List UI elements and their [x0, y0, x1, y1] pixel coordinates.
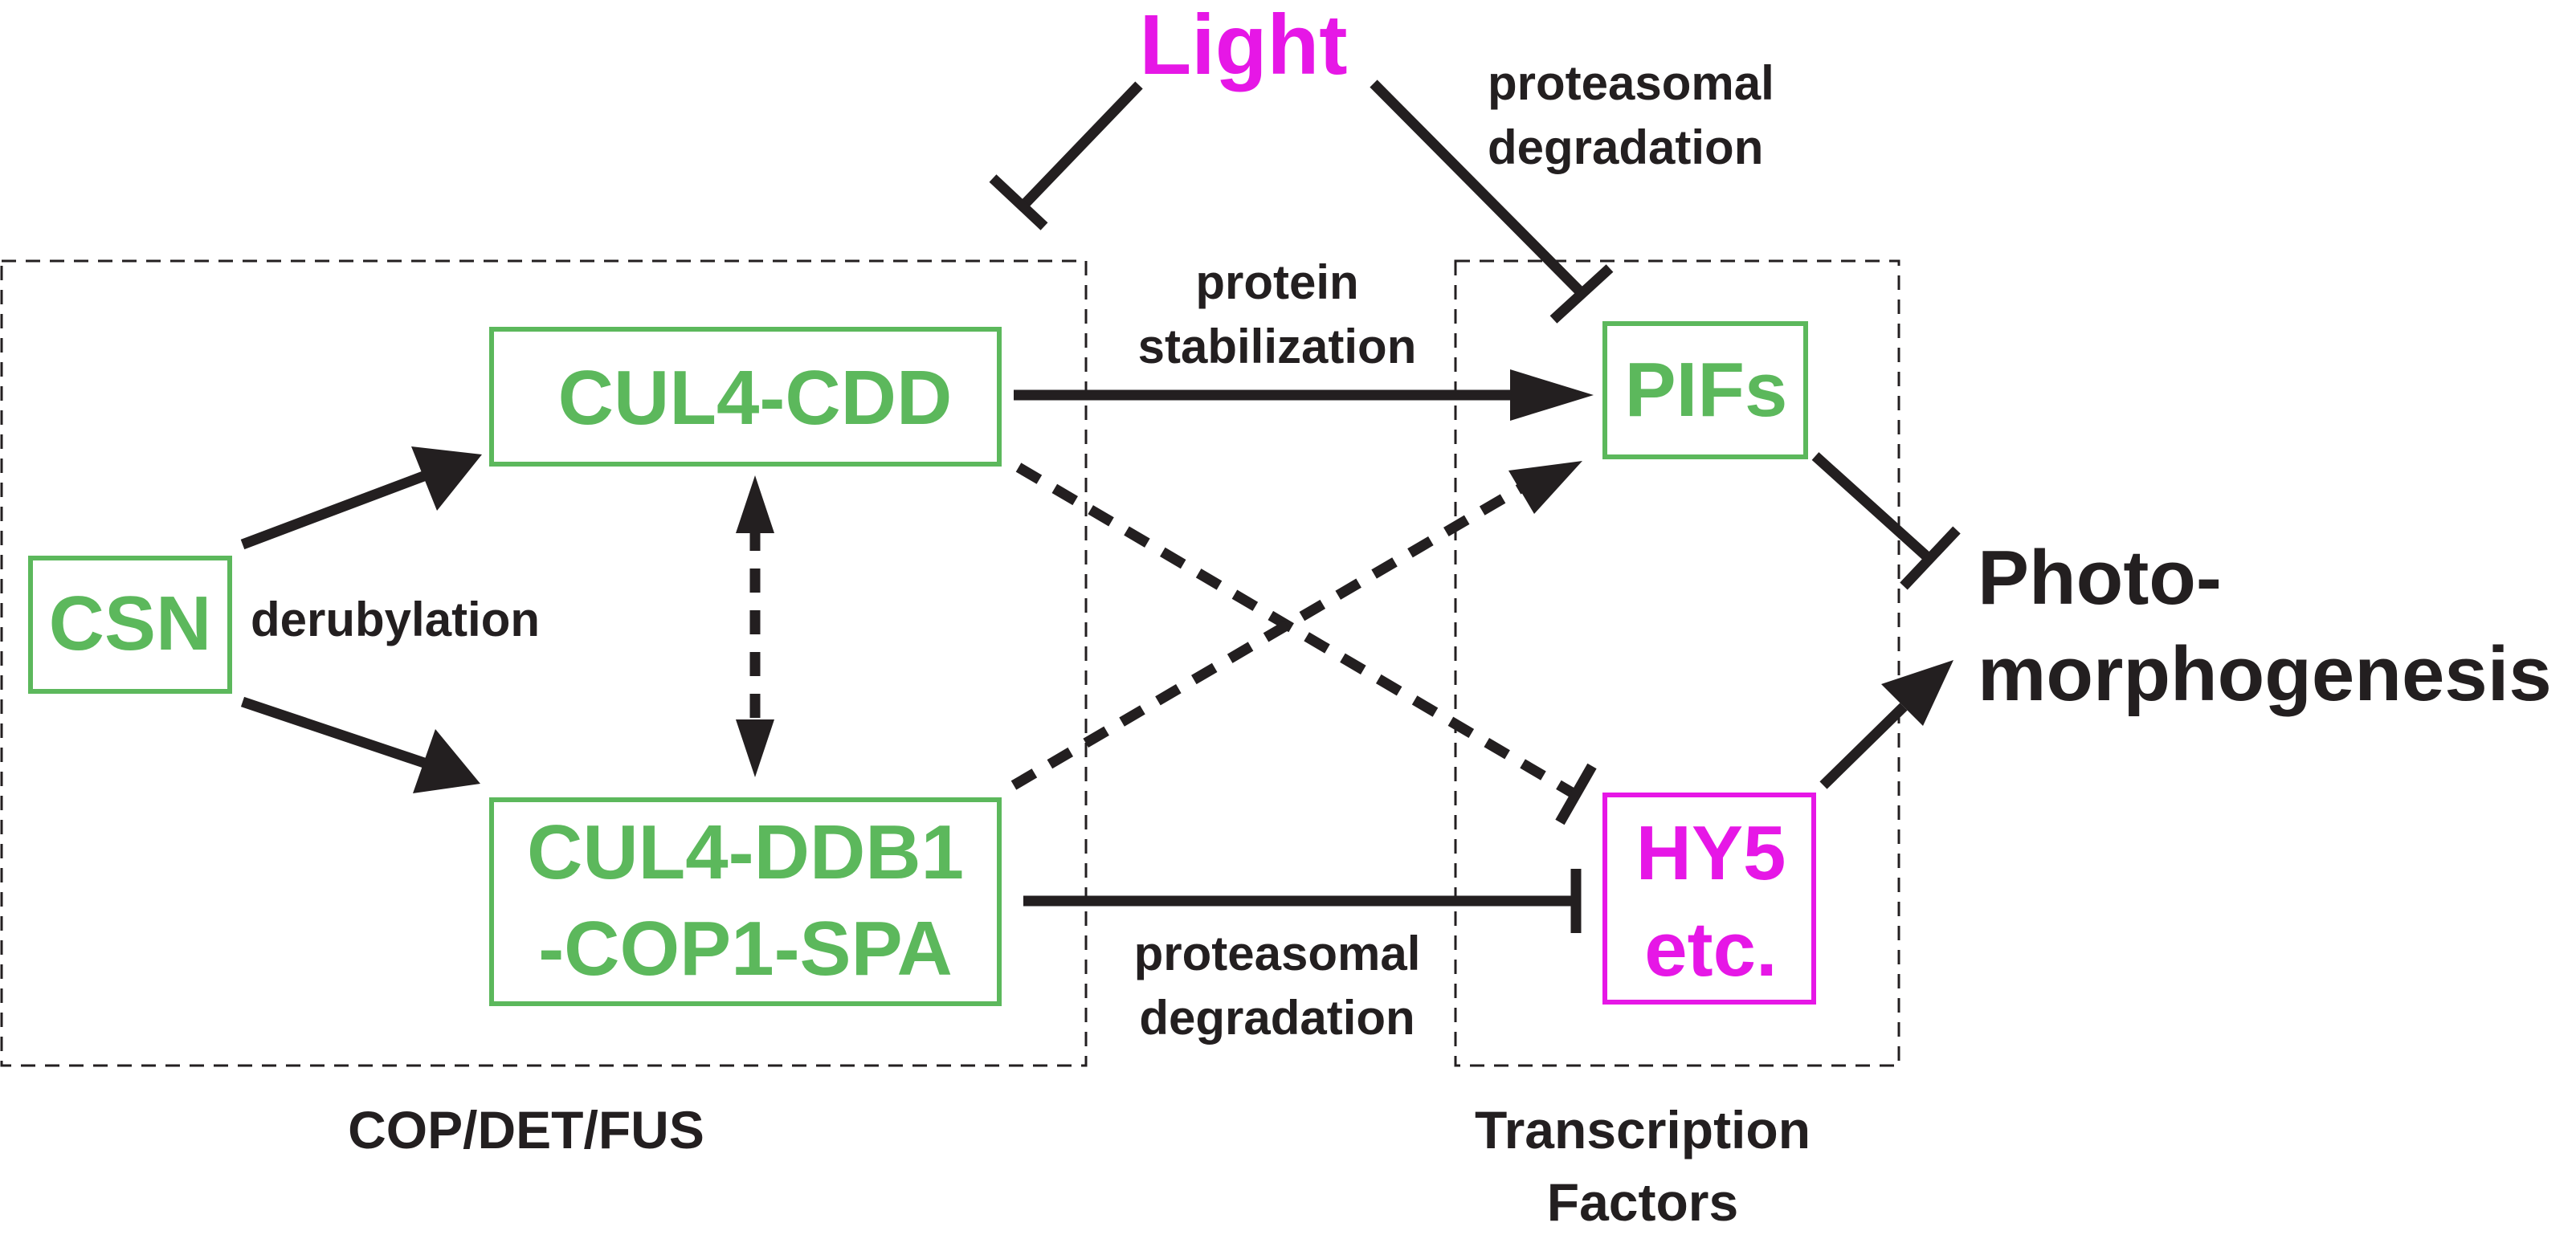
degradation-bottom-label-line1: proteasomal [1134, 927, 1421, 980]
photomorphogenesis-label-line1: Photo- [1978, 535, 2222, 621]
cop-det-fus-group-label: COP/DET/FUS [348, 1100, 704, 1159]
light-inhibits-pifs [1370, 79, 1614, 324]
cul4-cdd-inhibits-hy5-dashed [1015, 463, 1597, 825]
csn-node-label: CSN [49, 581, 212, 666]
derubylation-label: derubylation [251, 593, 540, 646]
csn-node-box [28, 556, 232, 694]
degradation-top-label-line2: degradation [1488, 120, 1763, 174]
hy5-node-box [1602, 793, 1816, 1005]
degradation-bottom-label-line2: degradation [1139, 991, 1415, 1045]
cop-det-fus-group-box [0, 259, 1088, 1067]
cul4-cdd-cul4-ddb1-interaction-arrow [736, 475, 774, 777]
cul4-ddb1-node-label-line1: CUL4-DDB1 [527, 809, 964, 895]
csn-to-cul4-cdd-arrow [240, 446, 482, 550]
hy5-node-label-line2: etc. [1644, 907, 1777, 992]
cul4-ddb1-node-label-line2: -COP1-SPA [538, 906, 953, 992]
csn-to-cul4-ddb1-arrow [240, 696, 480, 793]
cul4-cdd-to-pifs-arrow [1014, 369, 1594, 421]
transcription-factors-group-label-line1: Transcription [1475, 1100, 1811, 1159]
pifs-node-label: PIFs [1625, 347, 1788, 433]
pifs-node-box [1602, 321, 1808, 459]
cul4-ddb1-node-box [489, 797, 1002, 1006]
light-label: Light [1140, 0, 1348, 92]
pifs-inhibit-photomorphogenesis [1811, 452, 1961, 590]
light-inhibits-cop-det-fus [989, 81, 1143, 230]
transcription-factors-group-label-line2: Factors [1547, 1172, 1738, 1232]
transcription-factors-group-box [1454, 259, 1900, 1067]
stabilization-label-line2: stabilization [1138, 320, 1417, 373]
photomorphogenesis-label-line2: morphogenesis [1978, 631, 2552, 717]
degradation-top-label-line1: proteasomal [1488, 56, 1774, 110]
hy5-node-label-line1: HY5 [1636, 810, 1786, 896]
hy5-to-photomorphogenesis-arrow [1819, 660, 1953, 789]
stabilization-label-line1: protein [1195, 255, 1358, 309]
cul4-cdd-node-box [489, 327, 1002, 467]
cul4-ddb1-to-pifs-dashed-arrow [1010, 461, 1582, 790]
cul4-cdd-node-label: CUL4-CDD [558, 355, 953, 441]
cul4-ddb1-inhibits-hy5 [1023, 869, 1582, 933]
